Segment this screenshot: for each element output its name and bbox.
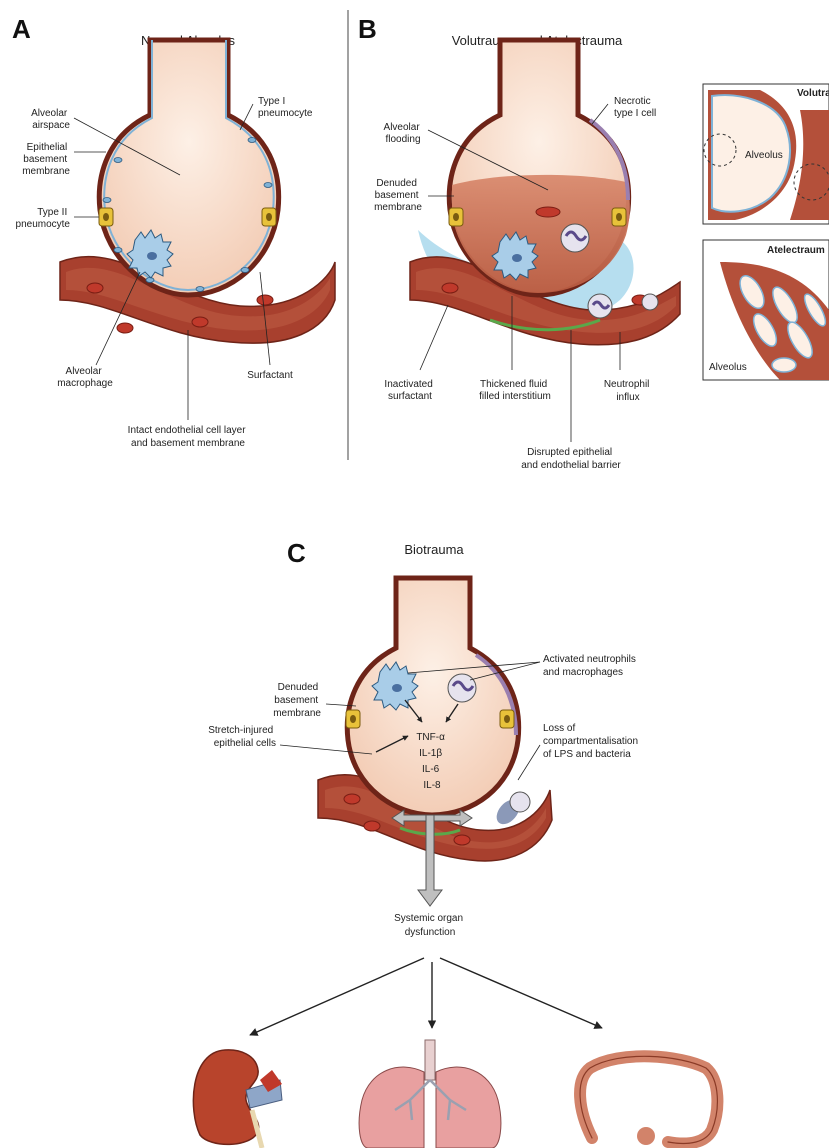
atelectrauma-alveolus-label: Alveolus bbox=[709, 362, 747, 373]
colon-icon bbox=[580, 1056, 717, 1145]
atelectrauma-title: Atelectraum bbox=[767, 245, 825, 256]
label-intact-endothelial: Intact endothelial cell layer and baseme… bbox=[128, 425, 249, 449]
label-thickened-interstitium: Thickened fluid filled interstitium bbox=[479, 379, 551, 402]
label-type1-pneumocyte: Type I pneumocyte bbox=[258, 96, 313, 119]
panel-a-letter: A bbox=[12, 14, 31, 44]
label-alveolar-flooding: Alveolar flooding bbox=[384, 122, 423, 145]
label-epithelial-basement-membrane: Epithelial basement membrane bbox=[22, 142, 70, 177]
kidney-icon bbox=[193, 1050, 282, 1148]
label-neutrophil-influx: Neutrophil influx bbox=[604, 379, 652, 403]
label-surfactant: Surfactant bbox=[247, 370, 293, 381]
label-alveolar-airspace: Alveolar airspace bbox=[31, 108, 70, 131]
panel-c-title: Biotrauma bbox=[404, 542, 464, 557]
label-loss-of-compartmentalisation: Loss of compartmentalisation of LPS and … bbox=[543, 723, 641, 760]
label-necrotic-type1-cell: Necrotic type I cell bbox=[614, 96, 656, 119]
label-type2-pneumocyte: Type II pneumocyte bbox=[16, 207, 71, 230]
panel-a: A Normal Alveolus bbox=[12, 14, 335, 449]
label-systemic-organ-dysfunction: Systemic organ dysfunction bbox=[394, 913, 466, 938]
panel-c: C Biotrauma bbox=[193, 538, 717, 1148]
label-denuded-basement-membrane-c: Denuded basement membrane bbox=[273, 682, 321, 719]
label-inactivated-surfactant: Inactivated surfactant bbox=[384, 379, 435, 402]
volutrauma-title: Volutraum bbox=[797, 88, 829, 99]
volutrauma-alveolus-label: Alveolus bbox=[745, 150, 783, 161]
label-stretch-injured: Stretch-injured epithelial cells bbox=[208, 725, 276, 749]
volutrauma-inset: Volutraum Alveolus bbox=[703, 84, 829, 224]
panel-b-letter: B bbox=[358, 14, 377, 44]
flooded-alveolus bbox=[449, 40, 630, 295]
label-alveolar-macrophage: Alveolar macrophage bbox=[57, 366, 113, 389]
red-blood-cell-in-alveolus bbox=[536, 207, 560, 217]
panel-b: B Volutrauma and Atelectrauma bbox=[358, 14, 829, 471]
label-denuded-basement-membrane-b: Denuded basement membrane bbox=[374, 178, 422, 213]
normal-alveolus bbox=[99, 40, 278, 295]
label-activated-neutrophils: Activated neutrophils and macrophages bbox=[543, 654, 639, 678]
lungs-icon bbox=[359, 1040, 501, 1148]
organ-arrows bbox=[250, 958, 602, 1035]
label-disrupted-barrier: Disrupted epithelial and endothelial bar… bbox=[521, 447, 621, 471]
panel-c-letter: C bbox=[287, 538, 306, 568]
atelectrauma-inset: Atelectraum Alveolus bbox=[703, 240, 829, 380]
